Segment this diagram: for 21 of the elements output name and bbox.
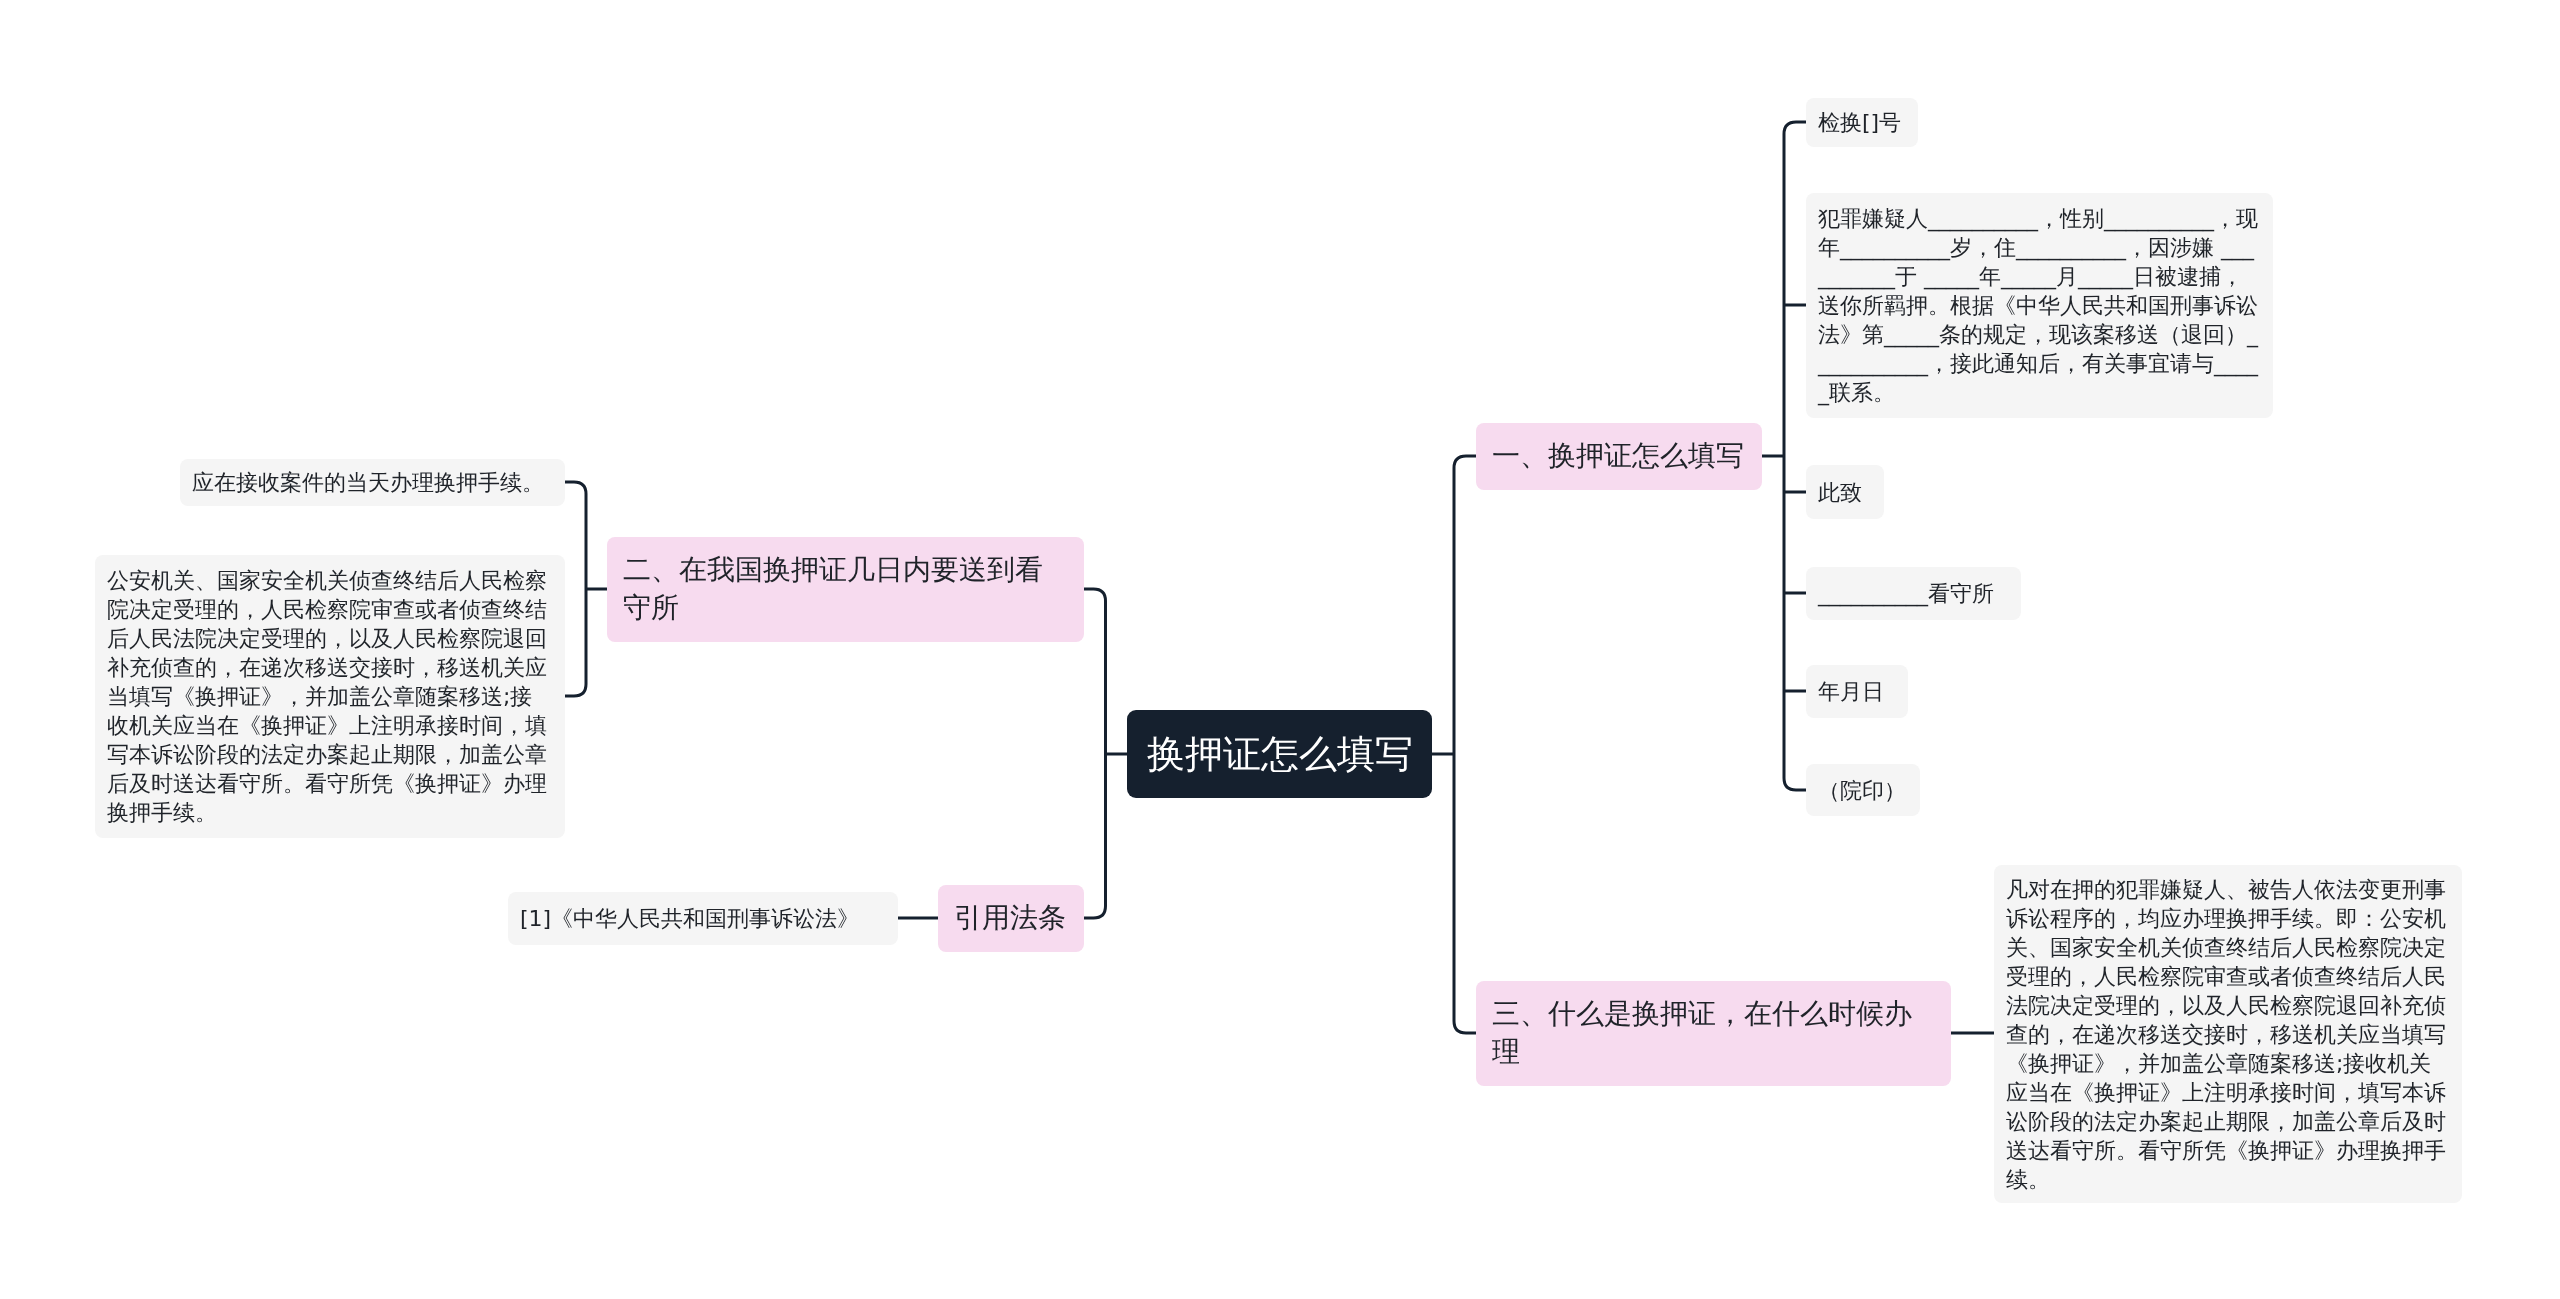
- note-box: （院印）: [1806, 764, 1920, 816]
- connector-line: [898, 916, 938, 920]
- note-box: 应在接收案件的当天办理换押手续。: [180, 458, 565, 506]
- connector-line: [1082, 587, 1129, 920]
- connector-line: [1760, 120, 1808, 792]
- note-box: 年月日: [1806, 664, 1908, 718]
- topic-box: 三、什么是换押证，在什么时候办理: [1476, 980, 1951, 1086]
- connector-line: [1430, 454, 1478, 1035]
- note-box: 公安机关、国家安全机关侦查终结后人民检察院决定受理的，人民检察院审查或者侦查终结后人民法院决定受理的，以及人民检察院退回补充侦查的，在递次移送交接时，移送机关应当填写《换押证》，并加盖公章随案移送;接收机关应当在《换押证》上注明承接时间，填写本诉讼阶段的法定办案起止期限，加盖公章后及时送达看守所。看守所凭《换押证》办理换押手续。: [95, 554, 565, 838]
- note-box: 犯罪嫌疑人__________，性别__________，现年__________岁，住__________，因涉嫌 __________于 _____年_____月_____日被逮捕，送你所羁押。根据《中华人民共和国刑事诉讼法》第_____条的规定，现该案移送（退回）___________，接此通知后，有关事宜请与_____联系。: [1806, 192, 2273, 418]
- topic-box: 引用法条: [938, 884, 1084, 952]
- topic-box: 二、在我国换押证几日内要送到看守所: [607, 536, 1084, 642]
- connector-line: [1951, 1031, 1994, 1035]
- note-box: [1]《中华人民共和国刑事诉讼法》: [508, 891, 898, 945]
- connector-line: [563, 480, 609, 698]
- note-box: 检换[]号: [1806, 97, 1918, 147]
- central-topic: 换押证怎么填写: [1127, 710, 1432, 798]
- note-box: 此致: [1806, 465, 1884, 519]
- note-box: 凡对在押的犯罪嫌疑人、被告人依法变更刑事诉讼程序的，均应办理换押手续。即：公安机关、国家安全机关侦查终结后人民检察院决定受理的，人民检察院审查或者侦查终结后人民法院决定受理的，以及人民检察院退回补充侦查的，在递次移送交接时，移送机关应当填写《换押证》，并加盖公章随案移送;接收机关应当在《换押证》上注明承接时间，填写本诉讼阶段的法定办案起止期限，加盖公章后及时送达看守所。看守所凭《换押证》办理换押手续。: [1994, 865, 2462, 1203]
- topic-box: 一、换押证怎么填写: [1476, 422, 1762, 490]
- note-box: __________看守所: [1806, 566, 2021, 620]
